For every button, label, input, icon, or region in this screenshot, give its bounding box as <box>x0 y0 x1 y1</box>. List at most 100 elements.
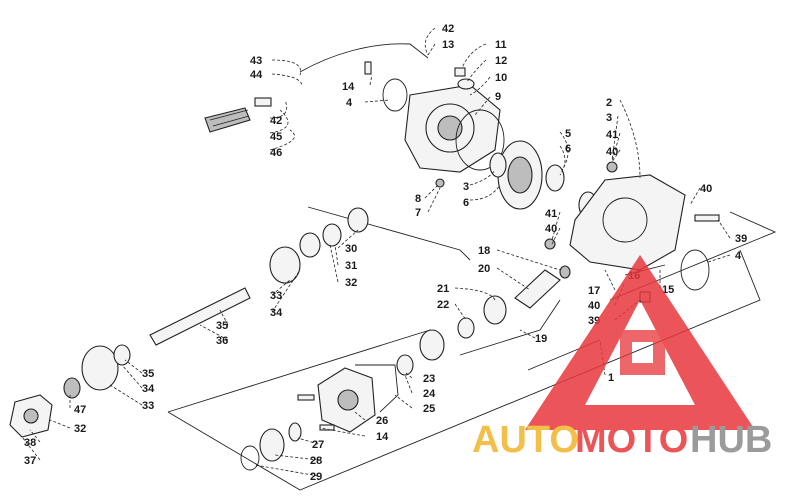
label-23: 23 <box>423 373 435 385</box>
label-42: 42 <box>270 115 282 127</box>
spring-47 <box>63 377 81 399</box>
label-33: 33 <box>270 290 282 302</box>
leader-lines <box>21 27 731 477</box>
seal-22b <box>419 329 445 361</box>
label-38: 38 <box>24 437 36 449</box>
watermark-logo: AUTO MOTO HUB <box>472 255 772 461</box>
label-41-lower: 41 <box>545 208 557 220</box>
label-4-right: 4 <box>735 250 742 262</box>
gasket-25 <box>355 364 399 413</box>
bolt-14b <box>297 394 315 401</box>
pinion-shaft-19 <box>514 269 561 309</box>
seal-4 <box>680 249 710 291</box>
part-labels: 43 44 42 45 46 14 4 42 13 11 12 10 9 3 6… <box>24 23 747 483</box>
coupler-33 <box>269 246 301 284</box>
label-46: 46 <box>270 147 282 159</box>
gear-housing-2 <box>569 174 686 271</box>
label-39: 39 <box>735 233 747 245</box>
washer-31 <box>322 223 342 247</box>
label-19: 19 <box>535 333 547 345</box>
label-5: 5 <box>565 128 571 140</box>
label-18: 18 <box>478 245 490 257</box>
label-40-bottom: 40 <box>588 300 600 312</box>
label-32-lower: 32 <box>74 423 86 435</box>
label-6: 6 <box>463 197 469 209</box>
label-3-right: 3 <box>606 112 612 124</box>
fitting-8 <box>435 178 445 188</box>
label-44: 44 <box>250 69 263 81</box>
bearing-6 <box>545 164 565 192</box>
coupler-33b <box>81 345 119 391</box>
label-30: 30 <box>345 243 357 255</box>
label-36: 36 <box>216 335 228 347</box>
label-47: 47 <box>74 404 86 416</box>
label-29: 29 <box>310 471 322 483</box>
collar-18 <box>559 265 571 279</box>
lower-cover-assembly <box>240 364 399 471</box>
label-12: 12 <box>495 55 507 67</box>
washer-27 <box>288 422 302 442</box>
bolt-39 <box>694 214 720 222</box>
clamp-45 <box>254 97 272 107</box>
label-10: 10 <box>495 72 507 84</box>
label-15: 15 <box>662 284 674 296</box>
label-21: 21 <box>437 283 449 295</box>
pinion-assembly <box>396 265 571 376</box>
cover-hub <box>437 115 463 141</box>
watermark-text-moto: MOTO <box>575 419 688 461</box>
label-40-lower: 40 <box>545 223 557 235</box>
label-25: 25 <box>423 403 435 415</box>
vent-hose <box>299 43 429 73</box>
plug-41b <box>544 238 556 250</box>
bolt-14 <box>364 61 372 75</box>
label-31: 31 <box>345 260 357 272</box>
label-2: 2 <box>606 97 612 109</box>
label-27: 27 <box>312 439 324 451</box>
label-1: 1 <box>608 372 614 384</box>
label-42-top: 42 <box>442 23 454 35</box>
spacer-22 <box>457 317 475 339</box>
label-45: 45 <box>270 131 282 143</box>
bearing-21 <box>483 295 507 325</box>
label-35-lower: 35 <box>142 368 154 380</box>
label-32: 32 <box>345 277 357 289</box>
label-35: 35 <box>216 320 228 332</box>
drive-shaft-assembly <box>9 207 369 438</box>
label-4: 4 <box>346 97 353 109</box>
label-14-lower: 14 <box>376 431 389 443</box>
o-ring-9 <box>455 109 505 171</box>
plug-41 <box>606 161 618 173</box>
label-13: 13 <box>442 39 454 51</box>
label-3: 3 <box>463 181 469 193</box>
label-41: 41 <box>606 129 618 141</box>
snap-ring-29 <box>240 445 260 471</box>
spacer-23 <box>396 354 414 376</box>
label-34-lower: 34 <box>142 383 155 395</box>
cover-assembly <box>204 43 505 188</box>
label-9: 9 <box>495 91 501 103</box>
fitting-11 <box>454 67 466 77</box>
label-40: 40 <box>606 146 618 158</box>
housing-assembly <box>544 161 720 303</box>
drive-shaft-35 <box>149 287 251 346</box>
label-34: 34 <box>270 307 283 319</box>
label-8: 8 <box>415 193 421 205</box>
assembly-outlines <box>167 206 777 491</box>
label-33-lower: 33 <box>142 400 154 412</box>
label-14: 14 <box>342 81 355 93</box>
washer-12 <box>457 78 475 90</box>
ring-gear-assembly <box>489 140 598 219</box>
bearing-30 <box>347 207 369 233</box>
label-11: 11 <box>495 39 507 51</box>
shim-3 <box>489 152 507 178</box>
watermark-triangle <box>525 255 755 430</box>
label-37: 37 <box>24 455 36 467</box>
label-43: 43 <box>250 55 262 67</box>
label-17: 17 <box>588 285 600 297</box>
label-28: 28 <box>310 455 322 467</box>
ring-34b <box>113 344 131 366</box>
label-7: 7 <box>415 207 421 219</box>
label-40-right: 40 <box>700 183 712 195</box>
